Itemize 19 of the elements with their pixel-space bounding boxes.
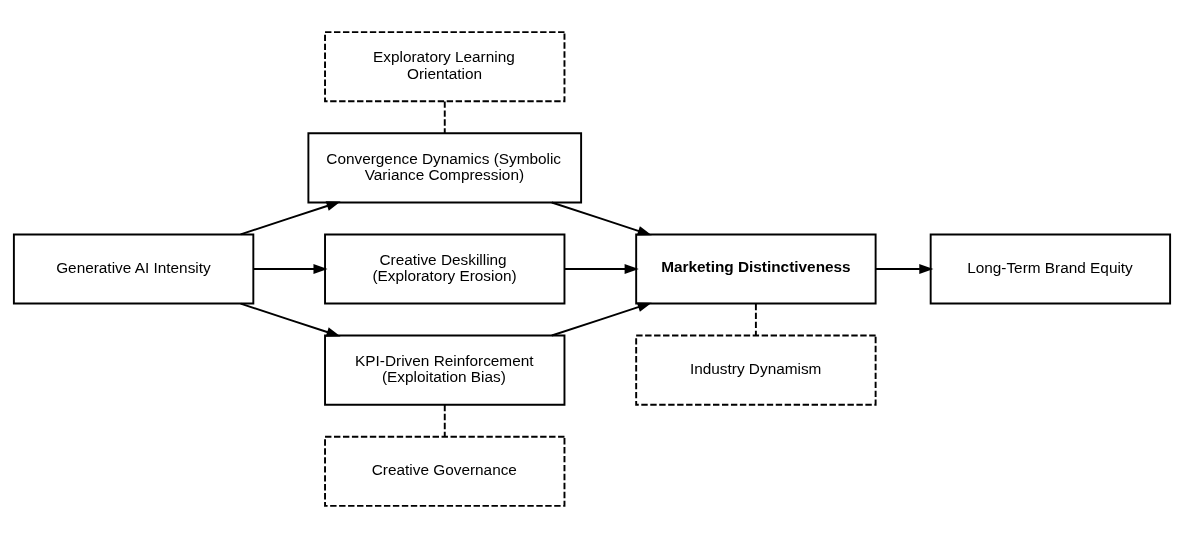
node-box: Marketing Distinctiveness	[635, 233, 877, 305]
connector	[443, 100, 446, 135]
node-box: Creative Deskilling (Exploratory Erosion)	[324, 233, 566, 305]
arrow	[239, 302, 341, 337]
arrow	[252, 264, 328, 274]
node-box: Long-Term Brand Equity	[929, 233, 1172, 305]
arrow	[550, 302, 652, 337]
arrow	[550, 201, 652, 236]
connector	[443, 403, 446, 438]
node-box: KPI-Driven Reinforcement (Exploitation Bias)	[324, 334, 566, 406]
node-box: Creative Governance	[324, 435, 566, 507]
connector	[754, 302, 757, 337]
arrow	[563, 264, 639, 274]
arrow	[239, 201, 341, 236]
arrow	[874, 264, 934, 274]
node-box: Convergence Dynamics (Symbolic Variance Compression)	[307, 132, 583, 204]
node-box: Exploratory Learning Orientation	[324, 31, 566, 103]
node-box: Industry Dynamism	[635, 334, 877, 406]
node-box: Generative AI Intensity	[12, 233, 255, 305]
